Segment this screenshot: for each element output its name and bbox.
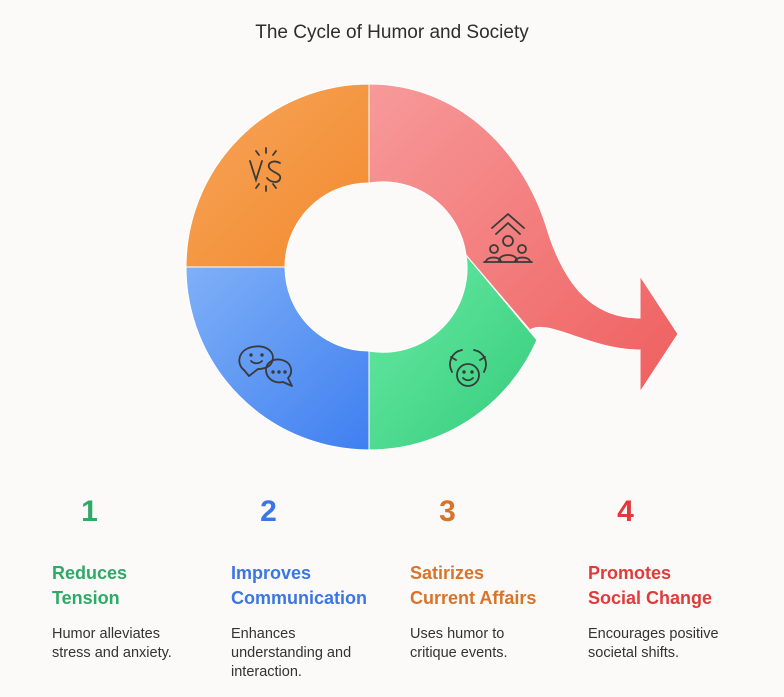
diagram-title: The Cycle of Humor and Society (255, 22, 529, 43)
community-growth-icon (483, 213, 533, 263)
step-heading-line1: Improves (231, 563, 312, 583)
step-desc-line2: societal shifts. (588, 645, 680, 661)
step-number: 3 (439, 495, 456, 528)
step-3: 3 Satirizes Current Affairs Uses humor t… (410, 495, 585, 663)
step-heading-line1: Satirizes (410, 563, 485, 583)
step-number: 4 (617, 495, 634, 528)
step-desc-line1: Humor alleviates (52, 626, 160, 642)
segment-promotes-social-change (368, 83, 679, 394)
step-2: 2 Improves Communication Enhances unders… (231, 495, 406, 682)
step-desc-line2: stress and anxiety. (52, 645, 172, 661)
cycle-diagram (185, 83, 679, 451)
laughing-face-icon (449, 349, 487, 387)
step-1: 1 Reduces Tension Humor alleviates stres… (52, 495, 227, 663)
step-heading-line2: Tension (52, 588, 120, 608)
step-desc-line1: Encourages positive (588, 626, 719, 642)
step-heading-line1: Promotes (588, 563, 672, 583)
step-desc-line3: interaction. (231, 664, 302, 680)
step-desc-line2: critique events. (410, 645, 508, 661)
step-heading-line2: Current Affairs (410, 588, 537, 608)
segment-improves-communication (185, 266, 370, 451)
vs-icon (249, 147, 282, 192)
chat-bubbles-icon (238, 345, 293, 387)
step-desc-line2: understanding and (231, 645, 352, 661)
step-number: 2 (260, 495, 277, 528)
step-heading-line2: Communication (231, 588, 368, 608)
step-desc-line1: Enhances (231, 626, 296, 642)
step-4: 4 Promotes Social Change Encourages posi… (588, 495, 763, 663)
step-heading-line1: Reduces (52, 563, 128, 583)
segment-reduces-tension (185, 83, 370, 268)
step-desc-line1: Uses humor to (410, 626, 505, 642)
step-heading-line2: Social Change (588, 588, 713, 608)
step-number: 1 (81, 495, 98, 528)
